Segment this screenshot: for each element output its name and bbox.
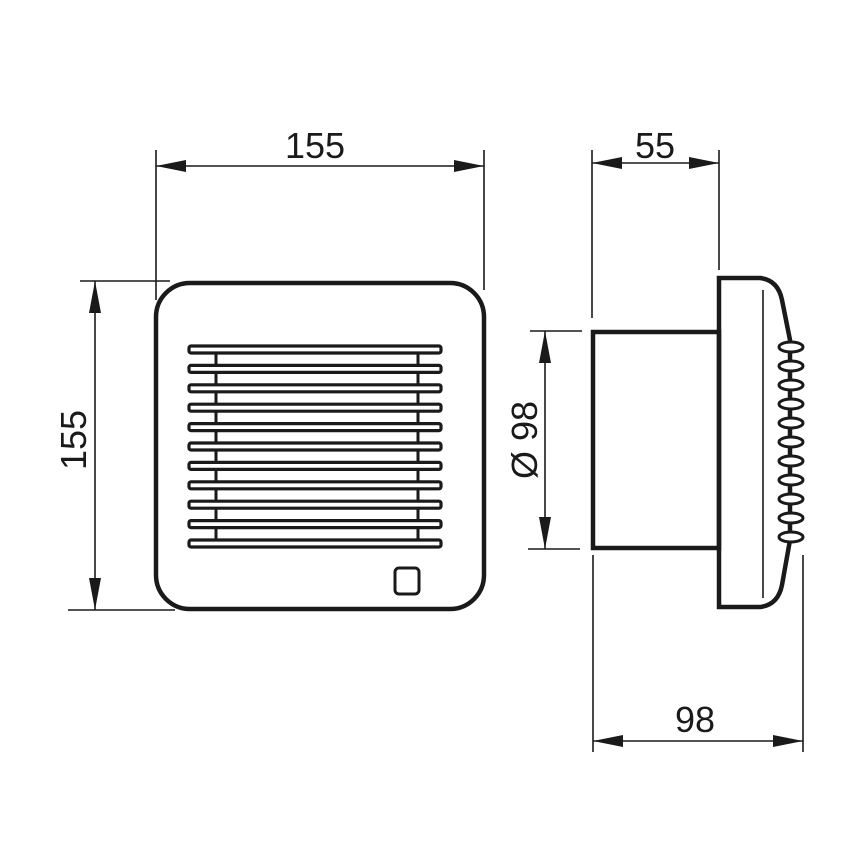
front-height-dimension: 155 bbox=[53, 280, 175, 611]
grille-rib bbox=[777, 359, 805, 373]
grille-rib bbox=[777, 435, 805, 449]
fan-body-cylinder bbox=[590, 329, 722, 551]
grille-rib bbox=[777, 416, 805, 430]
louvre-slat bbox=[187, 538, 443, 549]
side-total-depth-dimension: 98 bbox=[593, 699, 803, 747]
front-width-label: 155 bbox=[285, 125, 345, 166]
front-height-label: 155 bbox=[53, 410, 94, 470]
side-total-depth-label: 98 bbox=[675, 699, 715, 740]
front-width-dimension: 155 bbox=[155, 125, 485, 300]
louvre-slat bbox=[187, 383, 443, 394]
louvre-slat bbox=[187, 499, 443, 510]
grille-rib bbox=[777, 530, 805, 544]
grille-rib bbox=[777, 340, 805, 354]
louvre-slat bbox=[187, 460, 443, 471]
louvre-slat bbox=[187, 422, 443, 433]
grille-rib bbox=[777, 397, 805, 411]
side-depth-label: 55 bbox=[635, 125, 675, 166]
grille-rib bbox=[777, 454, 805, 468]
grille-ribs bbox=[777, 340, 805, 544]
grille-rib bbox=[777, 492, 805, 506]
grille-rib bbox=[777, 378, 805, 392]
switch-button-icon bbox=[393, 566, 421, 596]
louvre-slat bbox=[187, 480, 443, 491]
louvre-grille bbox=[187, 344, 443, 549]
louvre-slat bbox=[187, 344, 443, 355]
grille-rib bbox=[777, 473, 805, 487]
diameter-dimension: Ø 98 bbox=[504, 330, 582, 550]
louvre-slat bbox=[187, 518, 443, 530]
front-frame bbox=[153, 280, 487, 612]
louvre-slat bbox=[187, 402, 443, 413]
louvre-slat bbox=[187, 363, 443, 374]
side-depth-dimension: 55 bbox=[591, 125, 720, 318]
front-view: 155 155 bbox=[53, 125, 487, 612]
diameter-label: Ø 98 bbox=[504, 401, 545, 479]
side-view: 55 Ø 98 98 bbox=[504, 125, 805, 752]
louvre-slat bbox=[187, 441, 443, 452]
grille-rib bbox=[777, 511, 805, 525]
